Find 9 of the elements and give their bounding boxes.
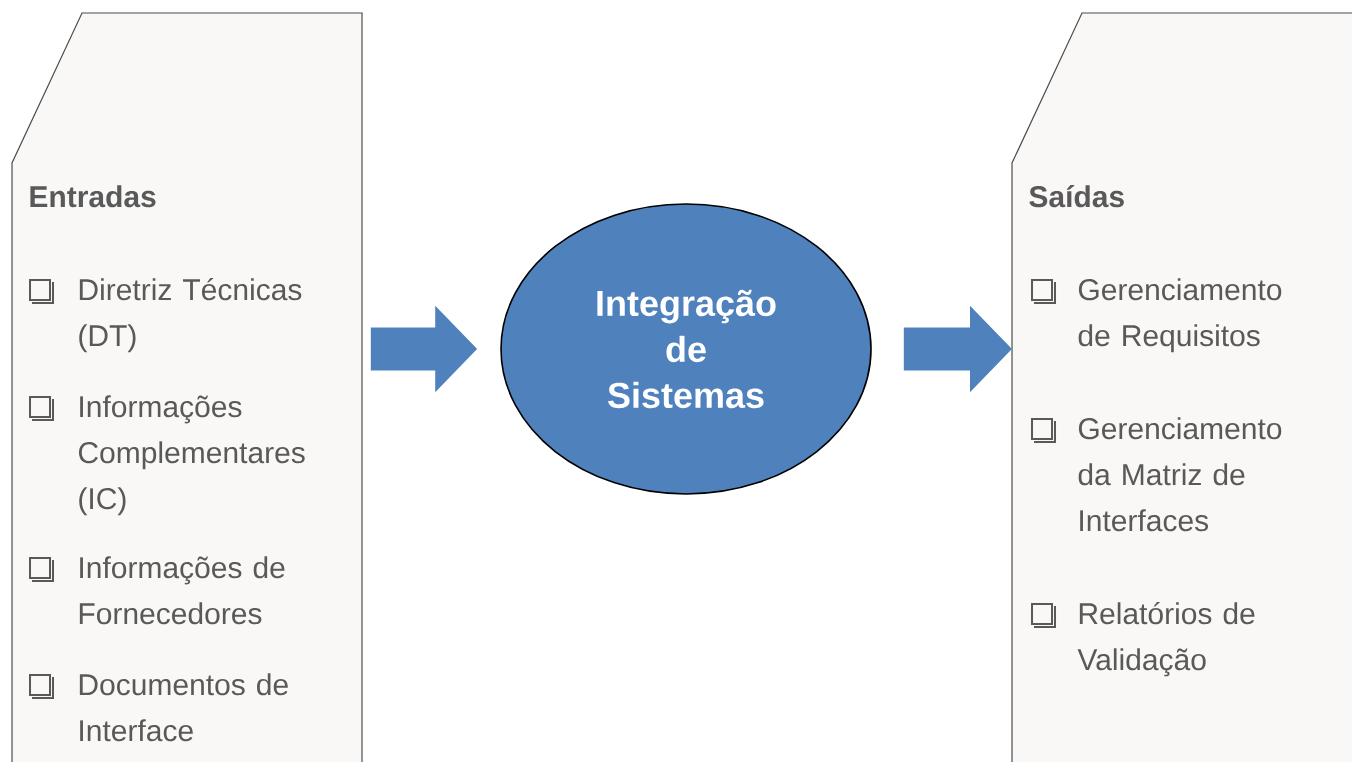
- list-item: Informações de Fornecedores: [79, 556, 285, 625]
- list-item: Informações Complementares (IC): [78, 395, 305, 516]
- list-item: Documentos de Interface: [79, 673, 288, 742]
- list-item: Gerenciamento da Matriz de Interfaces: [1078, 417, 1282, 532]
- heading: Entradas: [30, 185, 156, 208]
- list-item: Relatórios de Validação: [1077, 601, 1255, 677]
- heading: Saídas: [1029, 185, 1124, 208]
- list-item: Diretriz Técnicas (DT): [79, 277, 302, 353]
- list-item: Gerenciamento de Requisitos: [1078, 278, 1282, 353]
